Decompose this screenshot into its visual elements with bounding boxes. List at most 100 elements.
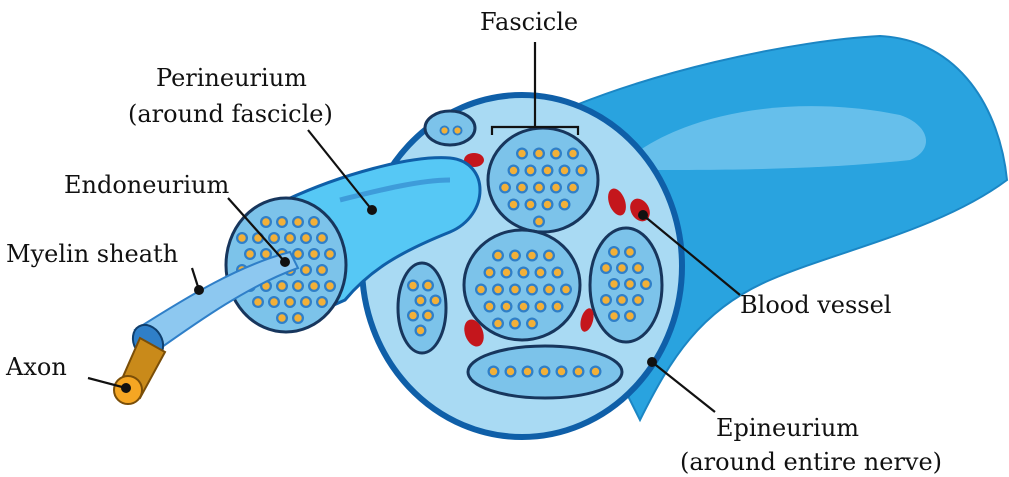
axon-core [569,150,576,157]
axon-core [503,269,510,276]
axon-core [537,269,544,276]
axon-core [545,286,552,293]
axon-core [510,201,517,208]
axon-core [554,303,561,310]
axon-core [310,218,317,225]
axon-core [318,234,325,241]
endoneurium-dot [280,257,290,267]
axon-core [417,297,424,304]
axon-core [618,296,625,303]
axon-core [562,286,569,293]
axon-core [634,296,641,303]
axon-core [602,264,609,271]
axon-core [575,368,582,375]
axon-core [537,303,544,310]
axon-core [552,184,559,191]
axon-core [501,184,508,191]
axon-core [294,250,301,257]
axon-core [278,218,285,225]
axon-core [310,282,317,289]
axon-core [569,184,576,191]
axon-dot [121,383,131,393]
axon-core [318,298,325,305]
axon-core [270,298,277,305]
axon-core [626,248,633,255]
axon-core [527,201,534,208]
axon-core [578,167,585,174]
axon-core [552,150,559,157]
axon-core [518,150,525,157]
axon-core [554,269,561,276]
myelin-dot [194,285,204,295]
axon-core [528,320,535,327]
axon-core [592,368,599,375]
axon-core [432,297,439,304]
axon-core [409,282,416,289]
axon-core [454,127,460,133]
axon-core [494,320,501,327]
axon-core [511,252,518,259]
axon-core [486,269,493,276]
epineurium-dot [647,357,657,367]
epineurium-leader [652,362,715,412]
axon-core [518,184,525,191]
axon-core [561,201,568,208]
axon-core [254,298,261,305]
axon-core [278,282,285,289]
axon-core [610,312,617,319]
axon-core [503,303,510,310]
axon-core [544,167,551,174]
axon-core [541,368,548,375]
axon-core [246,250,253,257]
perineurium-label-line1: Perineurium [156,64,307,92]
axon-core [610,280,617,287]
axon-core [477,286,484,293]
axon-core [286,298,293,305]
axon-core [326,282,333,289]
axon-core [318,266,325,273]
fascicle-small [425,111,475,145]
myelin-sheath-label: Myelin sheath [6,240,178,268]
axon-core [511,320,518,327]
axon-core [286,234,293,241]
axon-core [270,234,277,241]
axon-core [610,248,617,255]
axon-core [634,264,641,271]
axon-core [544,201,551,208]
axon-core [524,368,531,375]
axon-core [626,312,633,319]
axon-core [294,282,301,289]
axon-core [527,167,534,174]
axon-core [528,252,535,259]
blood-vessel-label: Blood vessel [740,291,891,319]
axon-core [511,286,518,293]
axon-core [302,266,309,273]
epineurium-label-line2: (around entire nerve) [680,448,942,476]
axon-core [561,167,568,174]
axon-core [642,280,649,287]
axon-core [262,250,269,257]
axon-core [238,234,245,241]
axon-core [520,303,527,310]
axon-core [528,286,535,293]
axon-core [618,264,625,271]
axon-core [326,250,333,257]
axon-core [545,252,552,259]
fascicle-top [488,128,598,232]
axon-core [417,327,424,334]
axon-core [424,282,431,289]
axon-core [409,312,416,319]
epineurium-label-line1: Epineurium [716,414,859,442]
axon-core [490,368,497,375]
axon-core [494,252,501,259]
axon-core [278,314,285,321]
blood-vessel-dot [638,210,648,220]
axon-core [310,250,317,257]
axon-core [262,218,269,225]
axon-label: Axon [5,353,67,381]
axon-core [535,218,542,225]
axon-core [486,303,493,310]
axon-core [424,312,431,319]
fascicle-left [398,263,446,353]
